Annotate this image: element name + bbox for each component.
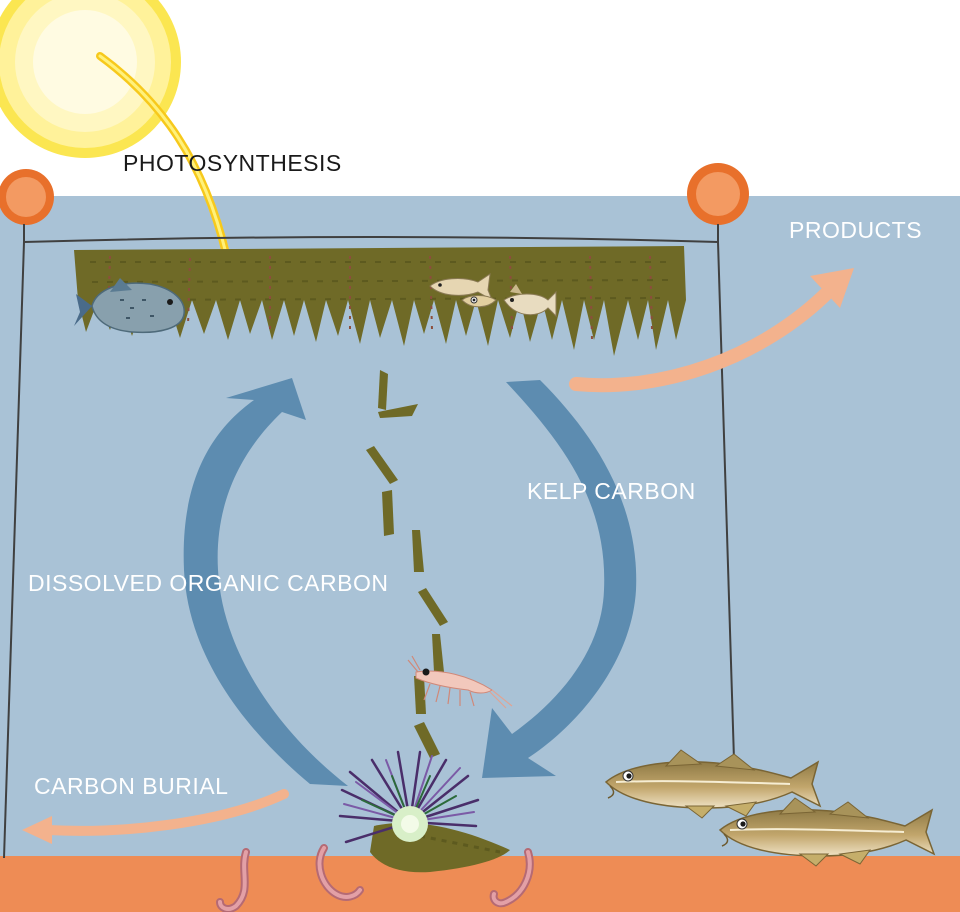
dissolved-organic-carbon-arrow xyxy=(183,378,348,786)
dissolved-organic-carbon-label: DISSOLVED ORGANIC CARBON xyxy=(28,570,389,596)
small-fish-icon xyxy=(429,272,493,302)
sun-icon xyxy=(0,0,181,158)
sinking-kelp-fragments xyxy=(366,370,448,758)
buoy-icon xyxy=(687,163,749,225)
krill-icon xyxy=(407,655,513,709)
sea-urchin-icon xyxy=(338,750,510,873)
products-label: PRODUCTS xyxy=(789,217,923,243)
products-arrow xyxy=(569,268,854,393)
worm-icon xyxy=(489,848,534,908)
buoy-icon xyxy=(0,169,54,225)
small-fish-icon xyxy=(503,284,557,318)
kelp-carbon-label: KELP CARBON xyxy=(527,478,696,504)
kelp-farm-ropes xyxy=(3,224,735,859)
seabed xyxy=(0,856,960,912)
photosynthesis-label: PHOTOSYNTHESIS xyxy=(123,150,342,176)
carbon-burial-arrow xyxy=(22,789,289,844)
worm-icon xyxy=(315,844,364,901)
lumpfish-icon xyxy=(74,278,185,334)
worm-icon xyxy=(216,848,250,912)
small-fish-icon xyxy=(461,295,497,308)
carbon-burial-label: CARBON BURIAL xyxy=(34,773,229,799)
kelp-carbon-arrow xyxy=(482,380,637,778)
